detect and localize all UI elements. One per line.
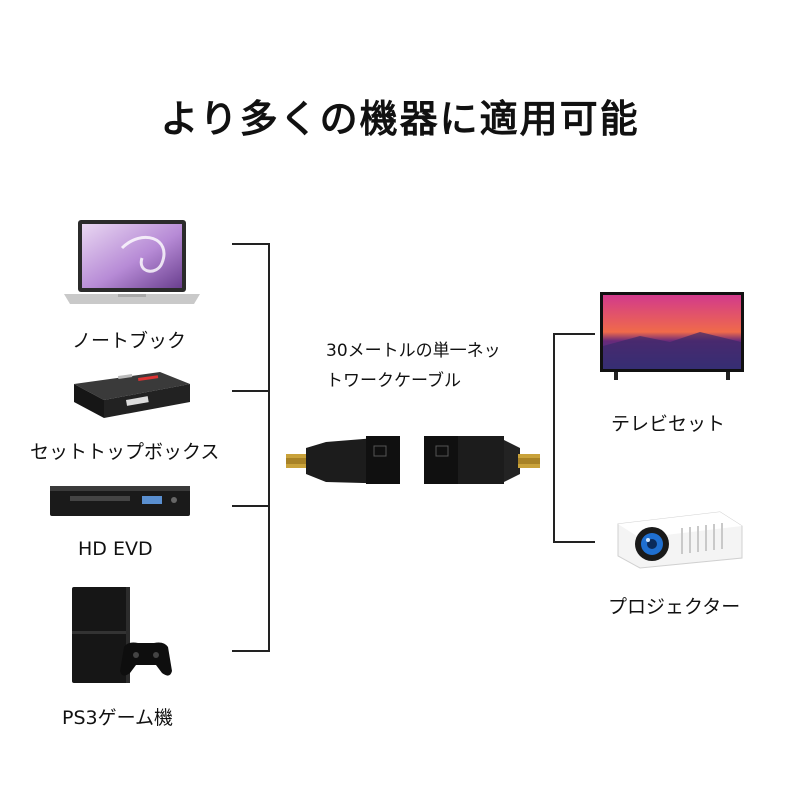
hdmi-extender-icon	[286, 436, 540, 484]
source-label-dvd: HD EVD	[78, 538, 153, 560]
output-label-tv: テレビセット	[611, 413, 726, 435]
cable-description-line2: トワークケーブル	[326, 371, 461, 391]
projector-icon	[617, 511, 743, 569]
left-bracket-tick-4	[232, 650, 270, 652]
source-label-set-top-box: セットトップボックス	[30, 441, 220, 463]
right-bracket-tick-2	[553, 541, 595, 543]
set-top-box-icon	[74, 372, 190, 418]
source-label-game-console: PS3ゲーム機	[62, 707, 174, 729]
page-title: より多くの機器に適用可能	[160, 97, 640, 141]
left-bracket-tick-1	[232, 243, 270, 245]
left-bracket-vertical	[268, 243, 270, 652]
dvd-player-icon	[50, 486, 190, 516]
left-bracket-tick-3	[232, 505, 270, 507]
laptop-icon	[64, 220, 200, 304]
game-console-icon	[72, 587, 172, 683]
cable-description-line1: 30メートルの単一ネッ	[326, 341, 501, 361]
output-label-projector: プロジェクター	[608, 596, 741, 618]
television-icon	[600, 292, 744, 380]
right-bracket-vertical	[553, 333, 555, 543]
source-label-laptop: ノートブック	[72, 330, 187, 352]
left-bracket-tick-2	[232, 390, 270, 392]
right-bracket-tick-1	[553, 333, 595, 335]
cable-description: 30メートルの単一ネッ トワークケーブル	[326, 336, 556, 396]
